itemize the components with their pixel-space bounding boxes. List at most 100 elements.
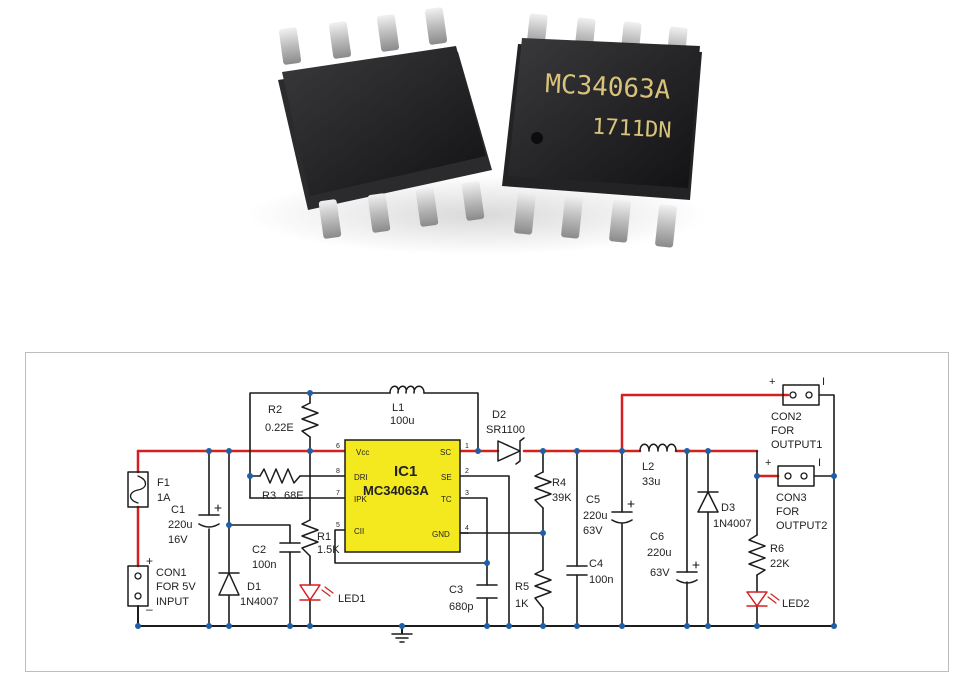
f1-fuse xyxy=(127,471,149,508)
con2-plus: + xyxy=(769,376,775,388)
ic1-pin-sc: SC xyxy=(440,448,451,457)
con3-ref: CON3 xyxy=(776,492,807,504)
d3-value: 1N4007 xyxy=(713,518,752,530)
r2-value: 0.22E xyxy=(265,422,294,434)
chip-right: MC34063A 1711DN xyxy=(502,13,702,248)
con3-line2: FOR xyxy=(776,506,799,518)
r1-value: 1.5K xyxy=(317,544,340,556)
r6-resistor xyxy=(748,534,766,576)
c6-capacitor xyxy=(676,571,698,584)
l2-value: 33u xyxy=(642,476,660,488)
c5-ref: C5 xyxy=(586,494,600,506)
ic1-pin-vcc: Vcc xyxy=(356,448,369,457)
ic1-part: MC34063A xyxy=(363,483,429,498)
con1-connector xyxy=(127,565,149,607)
con3-plus: + xyxy=(765,457,771,469)
r2-ref: R2 xyxy=(268,404,282,416)
r2-resistor xyxy=(301,402,319,438)
c4-capacitor xyxy=(566,565,588,576)
r6-value: 22K xyxy=(770,558,790,570)
ic1-body xyxy=(344,439,461,553)
ic1-pin-ipk: IPK xyxy=(354,495,368,504)
r1-resistor xyxy=(301,519,319,557)
con2-minus: I xyxy=(822,376,825,388)
r3-value: 68E xyxy=(284,490,304,502)
r4-value: 39K xyxy=(552,492,572,504)
ic1-pinnum-7: 7 xyxy=(336,490,340,497)
l1-ref: L1 xyxy=(392,402,404,414)
f1-value: 1A xyxy=(157,492,171,504)
junction-nodes xyxy=(135,390,837,629)
d1-value: 1N4007 xyxy=(240,596,279,608)
led2-ref: LED2 xyxy=(782,598,810,610)
r4-resistor xyxy=(534,471,552,509)
d2-ref: D2 xyxy=(492,409,506,421)
ic1-pinnum-4: 4 xyxy=(465,525,469,532)
c3-ref: C3 xyxy=(449,584,463,596)
r5-value: 1K xyxy=(515,598,529,610)
chip-marking-part: MC34063A xyxy=(544,69,671,106)
r5-ref: R5 xyxy=(515,581,529,593)
ic1-pin-cii: CII xyxy=(354,527,364,536)
led1-ref: LED1 xyxy=(338,593,366,605)
con2-line3: OUTPUT1 xyxy=(771,439,822,451)
l1-inductor xyxy=(389,385,425,394)
d2-value: SR1100 xyxy=(486,424,525,436)
chip-photo: MC34063A 1711DN xyxy=(248,7,708,255)
ic1-pinnum-3: 3 xyxy=(465,490,469,497)
ic1-ref: IC1 xyxy=(394,463,417,480)
con1-minus: – xyxy=(146,602,153,616)
led2 xyxy=(746,591,768,607)
con2-line2: FOR xyxy=(771,425,794,437)
c6-value: 220u xyxy=(647,547,671,559)
c1-capacitor xyxy=(198,514,220,528)
ground-symbol xyxy=(391,633,413,643)
f1-ref: F1 xyxy=(157,477,170,489)
con1-plus: + xyxy=(146,554,153,568)
c6-ref: C6 xyxy=(650,531,664,543)
r3-ref: R3 xyxy=(262,490,276,502)
ic1-pin-se: SE xyxy=(441,473,452,482)
c5-capacitor xyxy=(611,511,633,524)
r1-ref: R1 xyxy=(317,531,331,543)
ic1-pinnum-2: 2 xyxy=(465,468,469,475)
d1-diode xyxy=(218,572,240,596)
c3-value: 680p xyxy=(449,601,473,613)
led1 xyxy=(299,584,321,601)
c4-ref: C4 xyxy=(589,558,603,570)
c4-value: 100n xyxy=(589,574,613,586)
c1-voltage: 16V xyxy=(168,534,188,546)
ic1-pin-dri: DRI xyxy=(354,473,368,482)
c6-voltage: 63V xyxy=(650,567,670,579)
ic1-pinnum-5: 5 xyxy=(336,522,340,529)
ic1-pinnum-8: 8 xyxy=(336,468,340,475)
c5-value: 220u xyxy=(583,510,607,522)
ic1-pinnum-6: 6 xyxy=(336,443,340,450)
c2-capacitor xyxy=(279,542,301,553)
d3-ref: D3 xyxy=(721,502,735,514)
c1-value: 220u xyxy=(168,519,192,531)
r4-ref: R4 xyxy=(552,477,566,489)
c2-value: 100n xyxy=(252,559,276,571)
l1-value: 100u xyxy=(390,415,414,427)
ic1-pinnum-1: 1 xyxy=(465,443,469,450)
r5-resistor xyxy=(534,569,552,609)
con1-ref: CON1 xyxy=(156,567,187,579)
con3-line3: OUTPUT2 xyxy=(776,520,827,532)
c2-ref: C2 xyxy=(252,544,266,556)
c5-voltage: 63V xyxy=(583,525,603,537)
con2-ref: CON2 xyxy=(771,411,802,423)
chip-left xyxy=(278,7,492,239)
chip-marking-date: 1711DN xyxy=(591,115,672,144)
con1-line2: FOR 5V xyxy=(156,581,196,593)
con3-connector xyxy=(777,465,815,487)
d2-diode xyxy=(497,437,525,465)
l2-inductor xyxy=(639,443,677,452)
c3-capacitor xyxy=(476,584,498,599)
pin1-dot xyxy=(531,132,543,144)
ic1-pin-gnd: GND xyxy=(432,530,450,539)
r3-resistor xyxy=(259,468,301,484)
l2-ref: L2 xyxy=(642,461,654,473)
d1-ref: D1 xyxy=(247,581,261,593)
